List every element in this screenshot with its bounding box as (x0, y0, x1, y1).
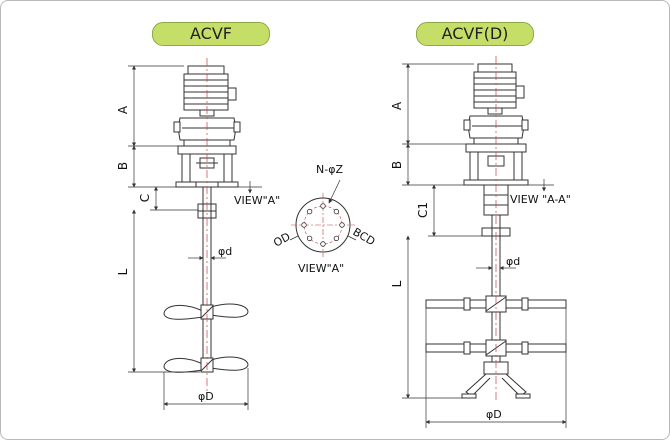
flange-view (289, 179, 357, 257)
acvf-d-dimension-lines (402, 63, 567, 428)
acvf-lower-impeller (163, 356, 249, 373)
acvf-d-dim-a: A (390, 101, 404, 110)
acvf-motor (183, 65, 237, 117)
flange-bcd-label: BCD (351, 225, 378, 248)
acvf-dim-b: B (116, 162, 130, 170)
flange-view-label: VIEW"A" (298, 262, 344, 275)
acvf-d-shaft (491, 215, 501, 362)
acvf-upper-impeller (163, 303, 249, 320)
acvf-d-motor (473, 63, 525, 115)
acvf-drawing (128, 58, 262, 410)
acvf-d-dim-l: L (390, 280, 404, 287)
model-badge-acvf-d: ACVF(D) (416, 22, 534, 46)
flange-holes-label: N-φZ (316, 163, 343, 176)
flange-od-label: OD (271, 230, 292, 250)
acvf-dimension-lines (128, 65, 262, 410)
acvf-d-dim-b: B (390, 161, 404, 169)
flange-labels: N-φZ OD BCD VIEW"A" (271, 163, 377, 275)
acvf-view-label: VIEW"A" (234, 194, 280, 207)
acvf-d-labels: A B C1 L φd φD VIEW "A-A" (390, 101, 571, 421)
acvf-dim-a: A (116, 105, 130, 114)
acvf-d-impeller-diameter: φD (486, 408, 502, 421)
acvf-impeller-diameter: φD (198, 390, 214, 403)
model-badge-acvf: ACVF (152, 22, 270, 46)
acvf-d-view-label: VIEW "A-A" (510, 193, 571, 206)
acvf-dim-c: C (138, 194, 152, 202)
acvf-dim-l: L (116, 268, 130, 275)
acvf-d-shaft-diameter: φd (506, 255, 520, 268)
acvf-shaft (197, 187, 217, 360)
acvf-shaft-diameter: φd (218, 245, 232, 258)
flange-bolt-holes (301, 203, 345, 247)
acvf-labels: A B C L φd φD VIEW"A" (116, 105, 280, 403)
acvf-d-drawing (402, 56, 567, 428)
acvf-d-dim-c1: C1 (416, 202, 430, 218)
